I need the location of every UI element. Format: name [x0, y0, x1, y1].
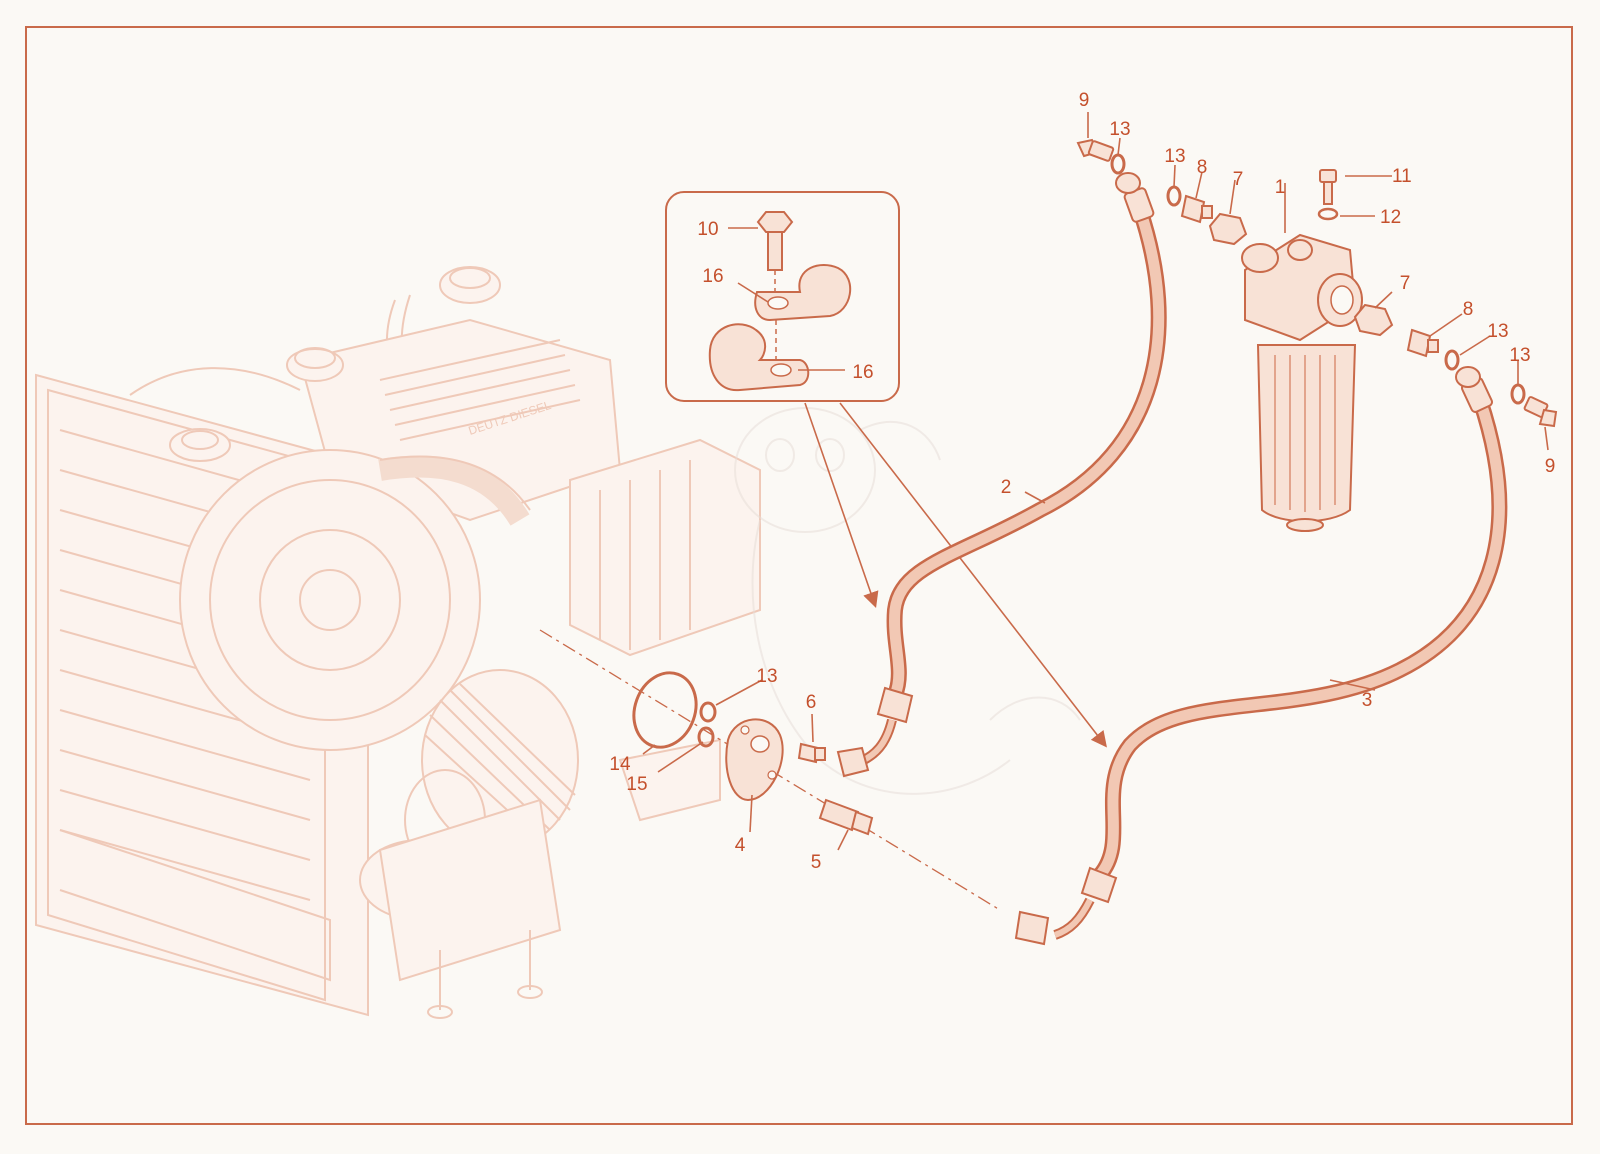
callout-13-top-a: 13 — [1109, 119, 1130, 140]
fuel-hose-2 — [836, 172, 1167, 778]
callout-10: 10 — [697, 219, 718, 240]
flange-4 — [725, 718, 784, 802]
fuel-filter-1 — [1241, 233, 1363, 532]
banjo-bolt-9-top — [1076, 138, 1115, 162]
callout-16-lower: 16 — [852, 362, 873, 383]
callout-4: 4 — [735, 835, 746, 856]
nut-7-right — [1353, 303, 1394, 337]
engine-illustration: DEUTZ DIESEL — [35, 266, 761, 1019]
clamp-16-upper — [754, 264, 852, 322]
callout-2: 2 — [1001, 477, 1012, 498]
seal-15 — [697, 726, 715, 748]
bolt-10 — [756, 211, 794, 271]
callout-3: 3 — [1362, 690, 1373, 711]
nut-7-top — [1208, 212, 1248, 246]
diagram-border — [25, 26, 1573, 1125]
seal-13-top-a — [1110, 153, 1126, 175]
callout-13-top-b: 13 — [1164, 146, 1185, 167]
washer-12 — [1317, 207, 1339, 221]
callout-8-top: 8 — [1197, 157, 1208, 178]
fitting-8-top — [1180, 194, 1213, 224]
callout-11: 11 — [1392, 166, 1412, 187]
callout-13-left: 13 — [756, 666, 777, 687]
callout-15: 15 — [626, 774, 647, 795]
callout-1: 1 — [1275, 177, 1286, 198]
callout-5: 5 — [811, 852, 822, 873]
clamp-16-lower — [708, 323, 810, 392]
callout-12: 12 — [1380, 207, 1401, 228]
callout-9-right: 9 — [1545, 456, 1556, 477]
clamp-detail-inset — [665, 191, 900, 402]
callout-13-right-b: 13 — [1509, 345, 1530, 366]
callout-13-right-a: 13 — [1487, 321, 1508, 342]
seal-13-top-b — [1166, 185, 1182, 207]
sensor-5 — [818, 798, 874, 836]
callout-labels: 1 2 3 4 5 6 7 7 8 8 9 9 10 11 12 13 13 1… — [609, 90, 1555, 873]
adapter-6 — [797, 742, 826, 764]
callout-14: 14 — [609, 754, 631, 775]
callout-6: 6 — [806, 692, 817, 713]
dragon-watermark — [734, 407, 1081, 795]
seal-13-right-b — [1510, 383, 1526, 405]
fitting-8-right — [1406, 328, 1439, 358]
banjo-bolt-9-right — [1523, 396, 1558, 428]
callout-8-right: 8 — [1463, 299, 1474, 320]
callout-7-top: 7 — [1233, 169, 1244, 190]
seal-13-right-a — [1444, 349, 1460, 371]
bolt-11 — [1319, 169, 1337, 205]
callout-9-top: 9 — [1079, 90, 1090, 111]
oring-14 — [632, 671, 698, 749]
callout-7-right: 7 — [1400, 273, 1411, 294]
fuel-hose-3 — [1014, 366, 1508, 946]
leader-lines — [642, 112, 1549, 851]
callout-16-upper: 16 — [702, 266, 723, 287]
seal-13-left — [699, 701, 717, 723]
